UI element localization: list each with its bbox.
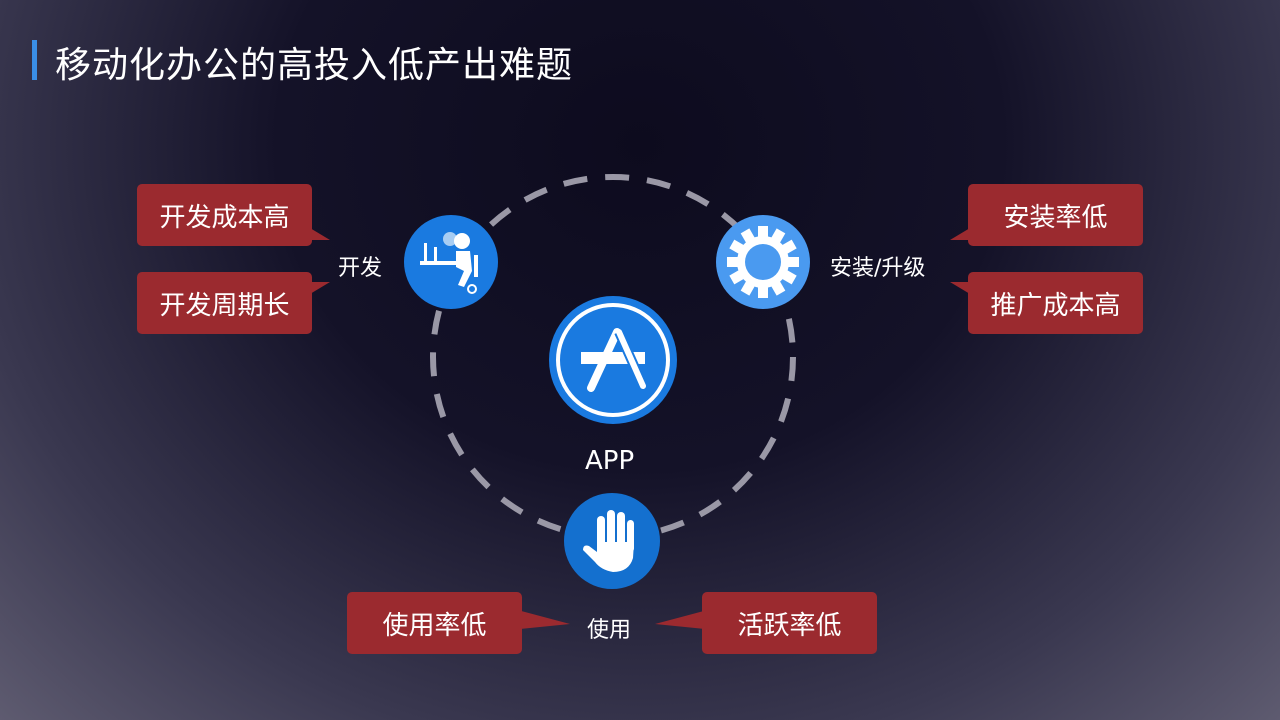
page-title: 移动化办公的高投入低产出难题 bbox=[55, 45, 574, 86]
issue-box: 开发周期长 bbox=[137, 272, 312, 334]
install-label: 安装/升级 bbox=[830, 256, 926, 281]
center-label: APP bbox=[585, 446, 635, 476]
issue-box: 活跃率低 bbox=[702, 592, 877, 654]
title-accent-bar bbox=[32, 40, 37, 80]
hand-icon bbox=[564, 493, 660, 589]
developers-icon bbox=[404, 215, 498, 309]
callout-pointer bbox=[510, 608, 570, 630]
gear-icon bbox=[716, 215, 810, 309]
issue-box: 安装率低 bbox=[968, 184, 1143, 246]
develop-label: 开发 bbox=[338, 256, 383, 281]
callout-pointer bbox=[655, 608, 715, 630]
app-store-icon bbox=[549, 296, 677, 424]
use-label: 使用 bbox=[587, 618, 632, 643]
issue-box: 推广成本高 bbox=[968, 272, 1143, 334]
issue-box: 使用率低 bbox=[347, 592, 522, 654]
issue-box: 开发成本高 bbox=[137, 184, 312, 246]
